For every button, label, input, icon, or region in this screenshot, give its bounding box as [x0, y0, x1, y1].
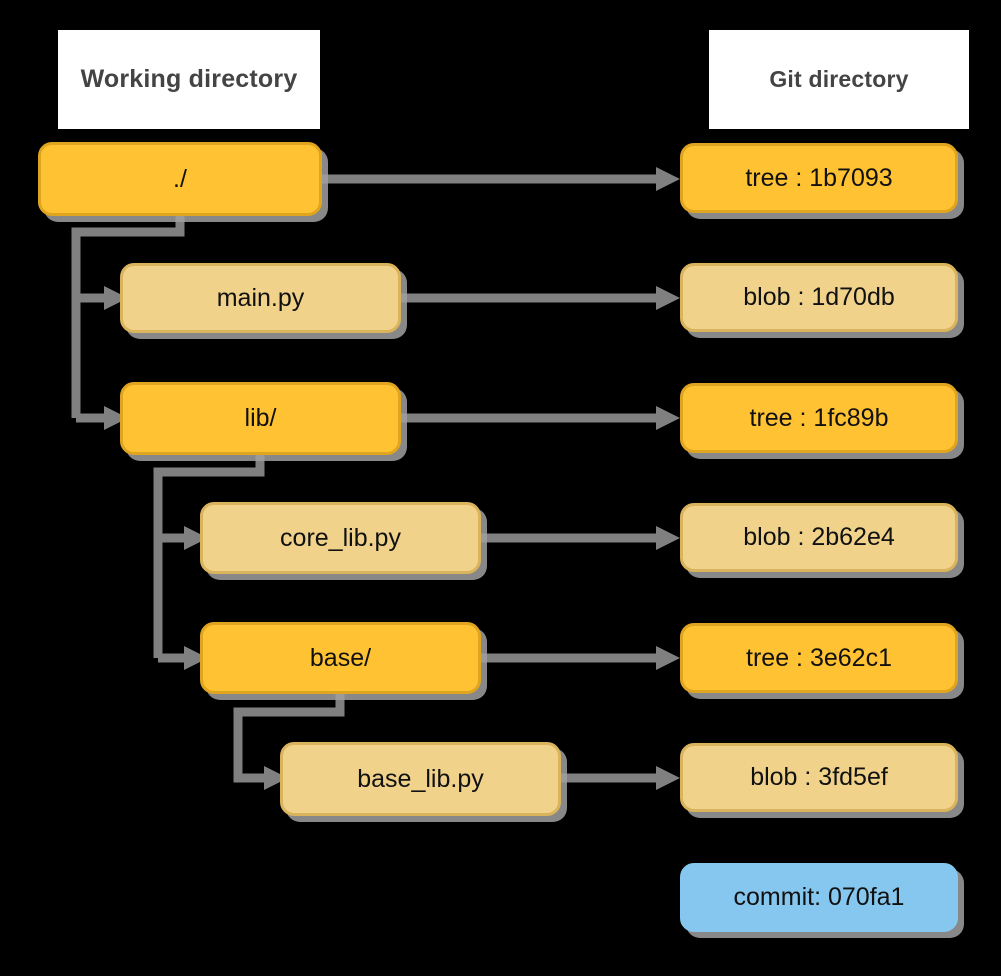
- git-object-commit-070fa1[interactable]: commit: 070fa1: [680, 863, 958, 932]
- git-object-blob-1d70db[interactable]: blob : 1d70db: [680, 263, 958, 332]
- arrowhead-tree3: [656, 646, 680, 670]
- arrowhead-blob1: [656, 286, 680, 310]
- node-base-lib-py[interactable]: base_lib.py: [280, 742, 561, 816]
- arrowhead-blob2: [656, 526, 680, 550]
- git-directory-header: Git directory: [709, 30, 969, 129]
- node-lib[interactable]: lib/: [120, 382, 401, 455]
- node-base[interactable]: base/: [200, 622, 481, 694]
- arrowhead-tree2: [656, 406, 680, 430]
- node-main-py[interactable]: main.py: [120, 263, 401, 333]
- git-object-blob-3fd5ef[interactable]: blob : 3fd5ef: [680, 743, 958, 812]
- git-object-tree-3e62c1[interactable]: tree : 3e62c1: [680, 623, 958, 693]
- working-directory-header: Working directory: [58, 30, 320, 129]
- git-object-tree-1fc89b[interactable]: tree : 1fc89b: [680, 383, 958, 453]
- node-root[interactable]: ./: [38, 142, 322, 216]
- git-object-tree-1b7093[interactable]: tree : 1b7093: [680, 143, 958, 213]
- arrowhead-blob3: [656, 766, 680, 790]
- arrowhead-tree1: [656, 167, 680, 191]
- node-core-lib-py[interactable]: core_lib.py: [200, 502, 481, 574]
- git-object-blob-2b62e4[interactable]: blob : 2b62e4: [680, 503, 958, 572]
